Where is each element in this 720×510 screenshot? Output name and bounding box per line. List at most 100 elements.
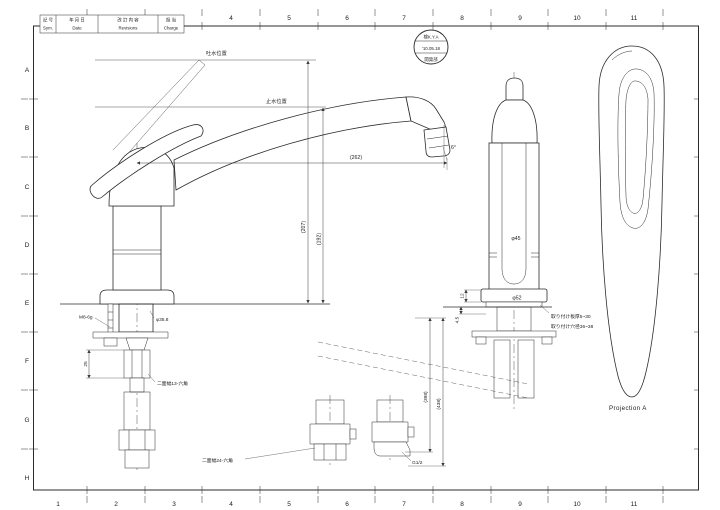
grid-row-label: H — [25, 475, 30, 482]
projection-a-view: Projection A — [598, 45, 665, 412]
hose-length1-label: (398) — [423, 391, 429, 403]
open-position-label: 吐水位置 — [206, 49, 227, 57]
stamp-divider-lines — [415, 40, 447, 54]
front-clamp-nut-left — [475, 336, 487, 345]
grid-col-label: 1 — [56, 501, 60, 508]
spout-tube — [173, 96, 412, 191]
adapter-hex — [123, 349, 151, 379]
base-height-label: 12 — [460, 293, 466, 299]
grid-row-label: B — [25, 125, 29, 132]
rev-col-date-jp: 年 月 日 — [69, 17, 85, 24]
revision-table-dividers — [55, 15, 159, 33]
front-clamp-plate — [471, 330, 557, 338]
front-body — [488, 142, 540, 292]
revision-table: 記 号 Sym. 年 月 日 Date 改 訂 内 容 Revisions 担 … — [39, 14, 185, 34]
grid-row-label: A — [25, 67, 30, 74]
closed-position-label: 止水位置 — [266, 97, 287, 105]
stamp-date: '10.05.18 — [422, 46, 440, 51]
hex13-label: 二面幅13-六角 — [157, 380, 188, 387]
hex13-leader — [147, 373, 156, 383]
grid-row-label: G — [24, 417, 29, 424]
grid-col-label: 11 — [631, 501, 638, 508]
grid-col-label: 4 — [229, 15, 233, 22]
hose2-body — [371, 421, 409, 443]
aerator — [423, 126, 451, 158]
front-spout-outline — [501, 143, 527, 285]
base-flange — [99, 289, 175, 305]
stamp-department: 開発部 — [424, 56, 438, 63]
stud-leader — [94, 317, 111, 328]
grid-col-label: 2 — [114, 501, 118, 508]
grid-row-label: C — [25, 184, 30, 191]
reach-dim-label: (262) — [350, 155, 362, 161]
handle-outline — [598, 45, 665, 398]
grid-col-label: 8 — [460, 501, 464, 508]
rev-col-revisions-jp: 改 訂 内 容 — [117, 17, 139, 24]
hose2-tab — [407, 426, 415, 438]
hose1-tab — [349, 428, 357, 440]
handle-top-accent — [611, 50, 633, 61]
base-height-ext — [464, 289, 481, 303]
grid-ticks-bottom — [86, 486, 664, 503]
stud-thread-lines — [108, 311, 113, 337]
hose-length2-label: (438) — [436, 398, 442, 410]
stud-thread-label: M8-6g — [79, 315, 93, 321]
approval-stamp: 検K.Y.A '10.05.18 開発部 — [413, 29, 449, 65]
shank-dia-leader — [149, 310, 155, 319]
grid-col-label: 3 — [172, 501, 176, 508]
hex24-label: 二面幅24-六角 — [202, 457, 233, 464]
body-cylinder — [112, 205, 162, 291]
raised-lever-phantom — [112, 59, 206, 158]
grid-col-label: 10 — [573, 501, 581, 508]
inner-border — [33, 25, 699, 491]
shank-dia-label: φ35.8 — [156, 317, 169, 323]
rev-col-sym-en: Sym. — [43, 26, 53, 31]
gap-label: 4.5 — [455, 316, 461, 323]
grid-col-label: 6 — [345, 15, 349, 22]
body-dia-label: φ45 — [511, 236, 520, 242]
hose-details: 二面幅24-六角 G1/2 (398) (438) — [202, 317, 529, 467]
rev-col-charge-en: Charge — [164, 26, 179, 31]
front-view: φ45 φ52 12 4.5 取り付け板厚5~30 取り付け穴径36~38 — [443, 72, 594, 412]
mount-note-leader — [539, 304, 550, 314]
grid-row-label: E — [25, 300, 30, 307]
side-hose-nut — [118, 429, 156, 451]
handle-inner-ring — [617, 68, 655, 229]
grid-col-label: 7 — [402, 15, 406, 22]
adapter-dim-label: 25 — [83, 361, 89, 367]
gap-ext — [459, 306, 486, 315]
side-hose-nut-facets — [128, 430, 146, 450]
rev-col-charge-jp: 担 当 — [166, 17, 176, 24]
grid-col-label: 5 — [287, 501, 291, 508]
grid-col-label: 9 — [518, 501, 522, 508]
grid-ticks-left — [21, 98, 38, 450]
grid-ticks-right — [694, 98, 699, 450]
g12-leader — [401, 451, 412, 462]
projection-label: Projection A — [609, 405, 647, 412]
tip-angle-label: 6° — [451, 145, 456, 151]
border-frame — [21, 9, 699, 503]
grid-col-label: 6 — [345, 501, 349, 508]
hose-connection-phantom-lines — [317, 341, 529, 399]
front-joint-ticks — [489, 252, 539, 258]
aerator-ribs — [426, 135, 450, 149]
rev-col-sym-jp: 記 号 — [43, 17, 54, 24]
hex24-leader — [244, 447, 316, 460]
clamp-plate — [92, 331, 169, 339]
swivel-joint-lines — [113, 249, 161, 255]
shank — [118, 303, 154, 333]
front-lever-tip — [505, 77, 524, 101]
stud-nut — [103, 337, 118, 347]
rev-col-date-en: Date — [72, 26, 82, 31]
front-hose-right — [517, 339, 535, 399]
g12-label: G1/2 — [412, 460, 423, 466]
adapter-cone — [125, 337, 149, 351]
adapter-hex-facets — [131, 350, 143, 378]
adapter-ext-lines — [86, 349, 124, 379]
front-hose-left — [493, 339, 511, 399]
adapter-tube — [129, 377, 145, 393]
side-hose-end — [124, 449, 150, 469]
grid-row-label: F — [25, 358, 29, 365]
